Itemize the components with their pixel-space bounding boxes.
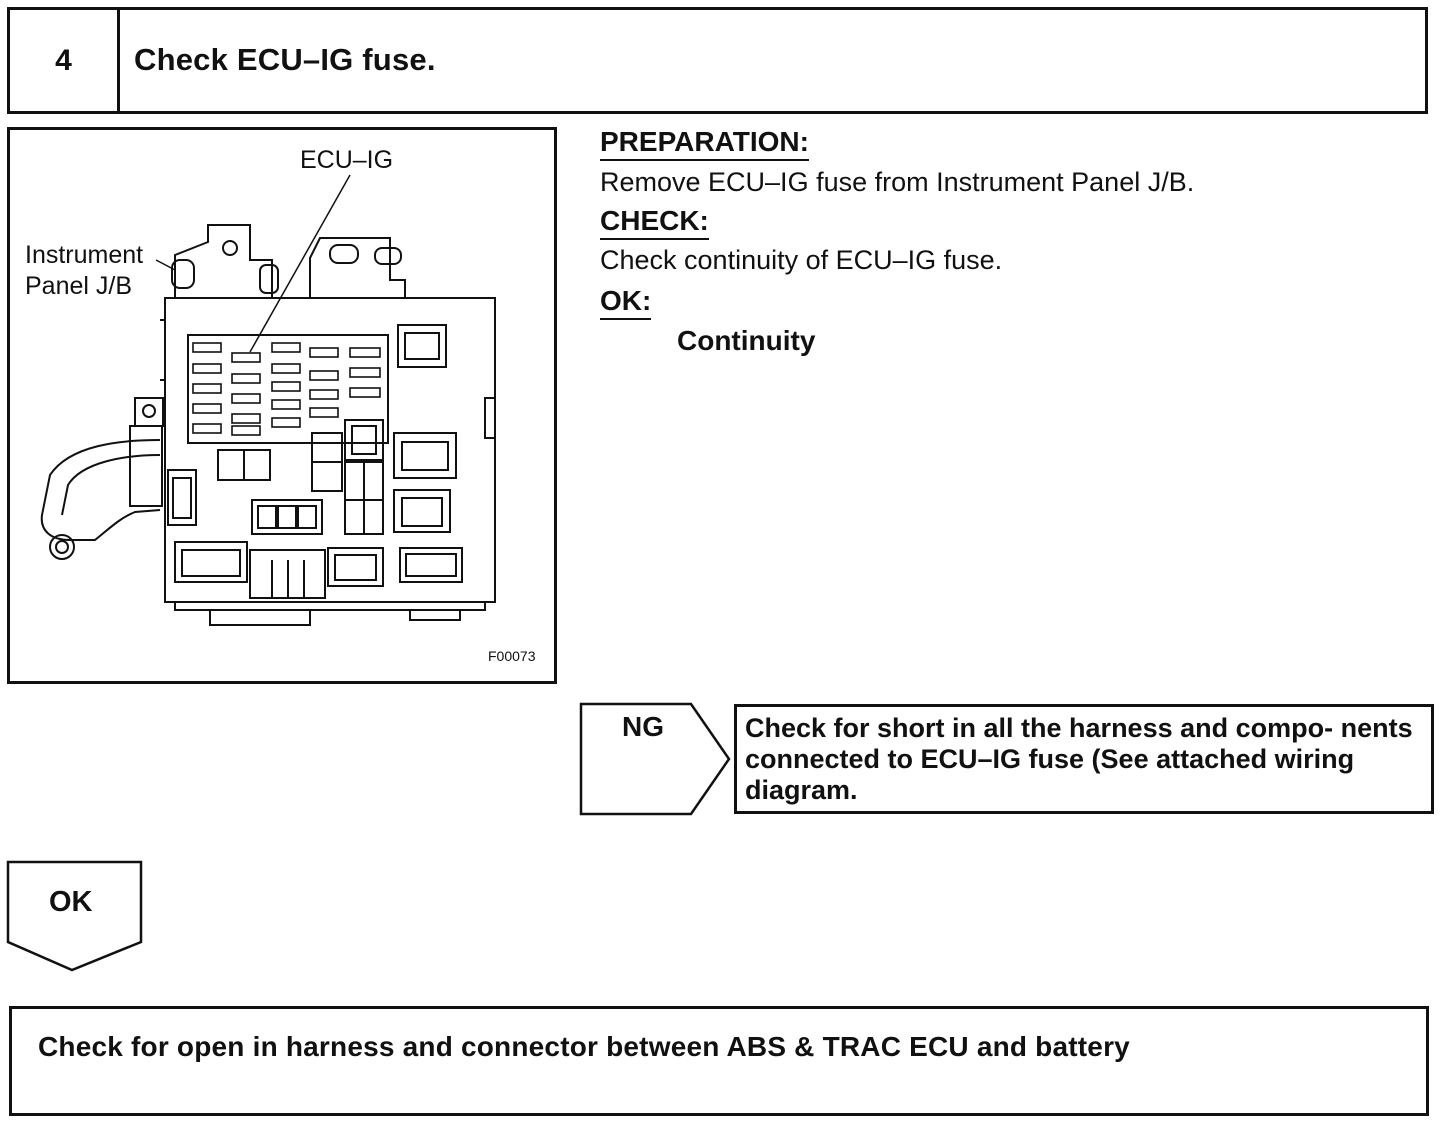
ok-arrow-shape	[6, 860, 143, 972]
ok-label: OK	[49, 886, 93, 918]
preparation-heading: PREPARATION:	[600, 126, 809, 161]
ok-value: Continuity	[677, 325, 816, 356]
ng-action-text: Check for short in all the harness and c…	[745, 713, 1413, 805]
ng-label: NG	[622, 711, 664, 742]
junction-block-illustration	[40, 174, 496, 626]
step-title: Check ECU–IG fuse.	[134, 42, 436, 77]
ecu-ig-callout: ECU–IG	[300, 146, 394, 174]
final-action-box: Check for open in harness and connector …	[9, 1006, 1429, 1116]
check-heading: CHECK:	[600, 205, 709, 240]
step-header: 4 Check ECU–IG fuse.	[7, 7, 1428, 114]
check-text: Check continuity of ECU–IG fuse.	[600, 245, 1003, 275]
ng-arrow-shape	[579, 702, 731, 816]
step-number: 4	[10, 10, 120, 111]
figure-code: F00073	[488, 648, 536, 664]
preparation-text: Remove ECU–IG fuse from Instrument Panel…	[600, 167, 1195, 197]
final-action-text: Check for open in harness and connector …	[38, 1031, 1130, 1062]
instrument-panel-jb-callout-line1: Instrument	[25, 241, 144, 269]
instrument-panel-jb-callout: Instrument Panel J/B	[25, 240, 143, 302]
ok-heading: OK:	[600, 285, 652, 320]
instrument-panel-jb-callout-line2: Panel J/B	[25, 272, 133, 300]
ng-action-box: Check for short in all the harness and c…	[734, 704, 1434, 814]
junction-block-figure: ECU–IG Instrument Panel J/B F00073	[7, 127, 557, 684]
